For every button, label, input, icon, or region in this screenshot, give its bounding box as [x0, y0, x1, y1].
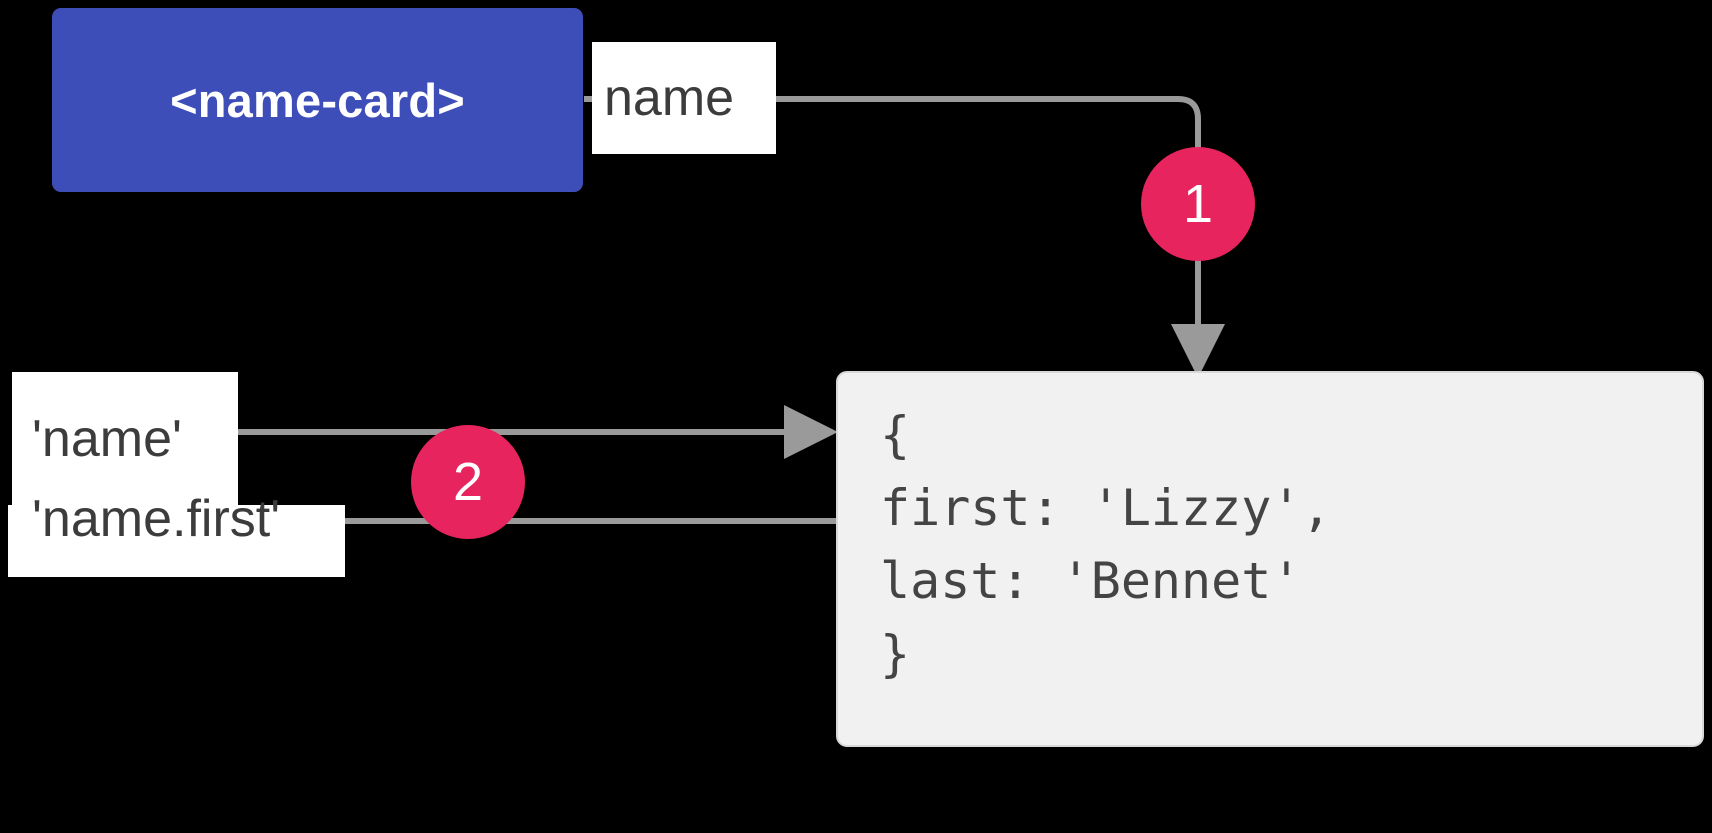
step-badge-1[interactable]: 1 — [1141, 147, 1255, 261]
code-line-first: first: 'Lizzy', — [880, 479, 1332, 537]
value-object-panel: { first: 'Lizzy', last: 'Bennet' } — [836, 371, 1704, 747]
step-badge-2[interactable]: 2 — [411, 425, 525, 539]
element-tag-label: <name-card> — [170, 73, 465, 127]
code-line-last: last: 'Bennet' — [880, 552, 1302, 610]
code-line-close: } — [880, 625, 911, 683]
expression-name-first-chip[interactable]: 'name.first' — [8, 490, 345, 577]
element-tag-box[interactable]: <name-card> — [52, 8, 583, 192]
step-badge-1-label: 1 — [1182, 174, 1214, 234]
property-name-label: name — [604, 69, 735, 127]
expression-name-first-label: 'name.first' — [32, 490, 281, 548]
code-line-open: { — [880, 406, 911, 464]
expression-name-chip[interactable]: 'name' — [12, 372, 238, 505]
step-badge-2-label: 2 — [452, 452, 484, 512]
expression-name-label: 'name' — [32, 409, 182, 468]
property-name-chip[interactable]: name — [592, 42, 776, 154]
